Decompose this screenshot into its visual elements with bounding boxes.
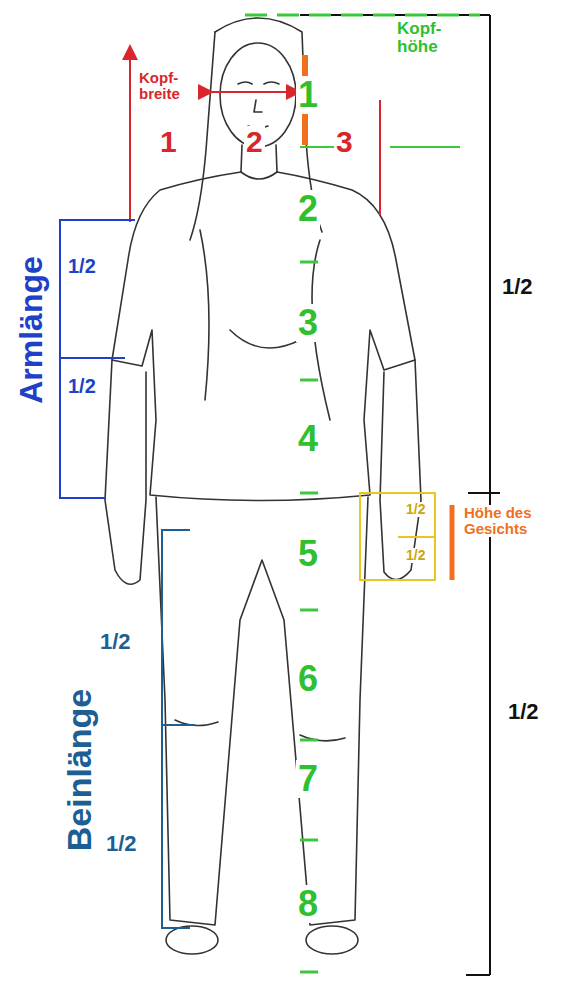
callout-number: 1 <box>158 126 179 158</box>
head-height-label: Kopf- höhe <box>395 20 459 56</box>
figure-stroke <box>468 492 500 494</box>
figure-stroke <box>380 360 421 580</box>
callout-number: 3 <box>334 126 355 158</box>
head-count-number: 7 <box>296 760 320 798</box>
figure-stroke <box>300 262 318 972</box>
figure-stroke <box>379 100 381 215</box>
figure-stroke <box>248 100 268 128</box>
figure-stroke <box>156 497 368 925</box>
figure-stroke <box>360 493 435 580</box>
figure-stroke <box>390 146 460 148</box>
figure-stroke <box>105 360 146 584</box>
figure-stroke <box>60 220 135 498</box>
figure-stroke <box>60 15 500 975</box>
fraction-label: 1/2 <box>500 275 535 298</box>
fraction-label: 1/2 <box>404 502 427 517</box>
head-count-number: 8 <box>296 885 320 923</box>
figure-stroke <box>398 536 435 538</box>
figure-stroke <box>200 230 330 420</box>
head-count-number: 1 <box>296 76 320 114</box>
figure-stroke <box>215 18 322 232</box>
arm-length-label: Armlänge <box>15 252 49 408</box>
fraction-label: 1/2 <box>66 376 98 397</box>
fraction-label: 1/2 <box>404 548 427 563</box>
figure-stroke <box>129 46 131 222</box>
callout-number: 2 <box>244 126 265 158</box>
figure-stroke <box>190 32 215 240</box>
head-count-number: 5 <box>296 535 320 573</box>
figure-stroke <box>241 172 277 179</box>
leg-length-label: Beinlänge <box>62 685 98 855</box>
figure-stroke <box>112 172 415 501</box>
figure-stroke <box>238 82 279 84</box>
figure-stroke <box>105 18 421 954</box>
head-width-label: Kopf- breite <box>137 70 191 102</box>
figure-stroke <box>489 15 491 975</box>
figure-stroke <box>466 974 490 976</box>
fraction-label: 1/2 <box>506 700 541 723</box>
figure-stroke <box>212 91 300 93</box>
fraction-label: 1/2 <box>66 256 98 277</box>
figure-stroke <box>166 926 218 954</box>
figure-stroke <box>245 14 480 17</box>
figure-stroke <box>175 720 345 741</box>
figure-stroke <box>162 530 195 928</box>
head-count-number: 4 <box>296 420 320 458</box>
head-count-number: 2 <box>296 190 320 228</box>
head-count-number: 6 <box>296 660 320 698</box>
figure-stroke <box>306 926 358 954</box>
face-height-label: Höhe des Gesichts <box>462 505 534 537</box>
fraction-label: 1/2 <box>104 832 139 855</box>
head-count-number: 3 <box>296 304 320 342</box>
fraction-label: 1/2 <box>98 630 133 653</box>
figure-stroke <box>450 505 455 580</box>
